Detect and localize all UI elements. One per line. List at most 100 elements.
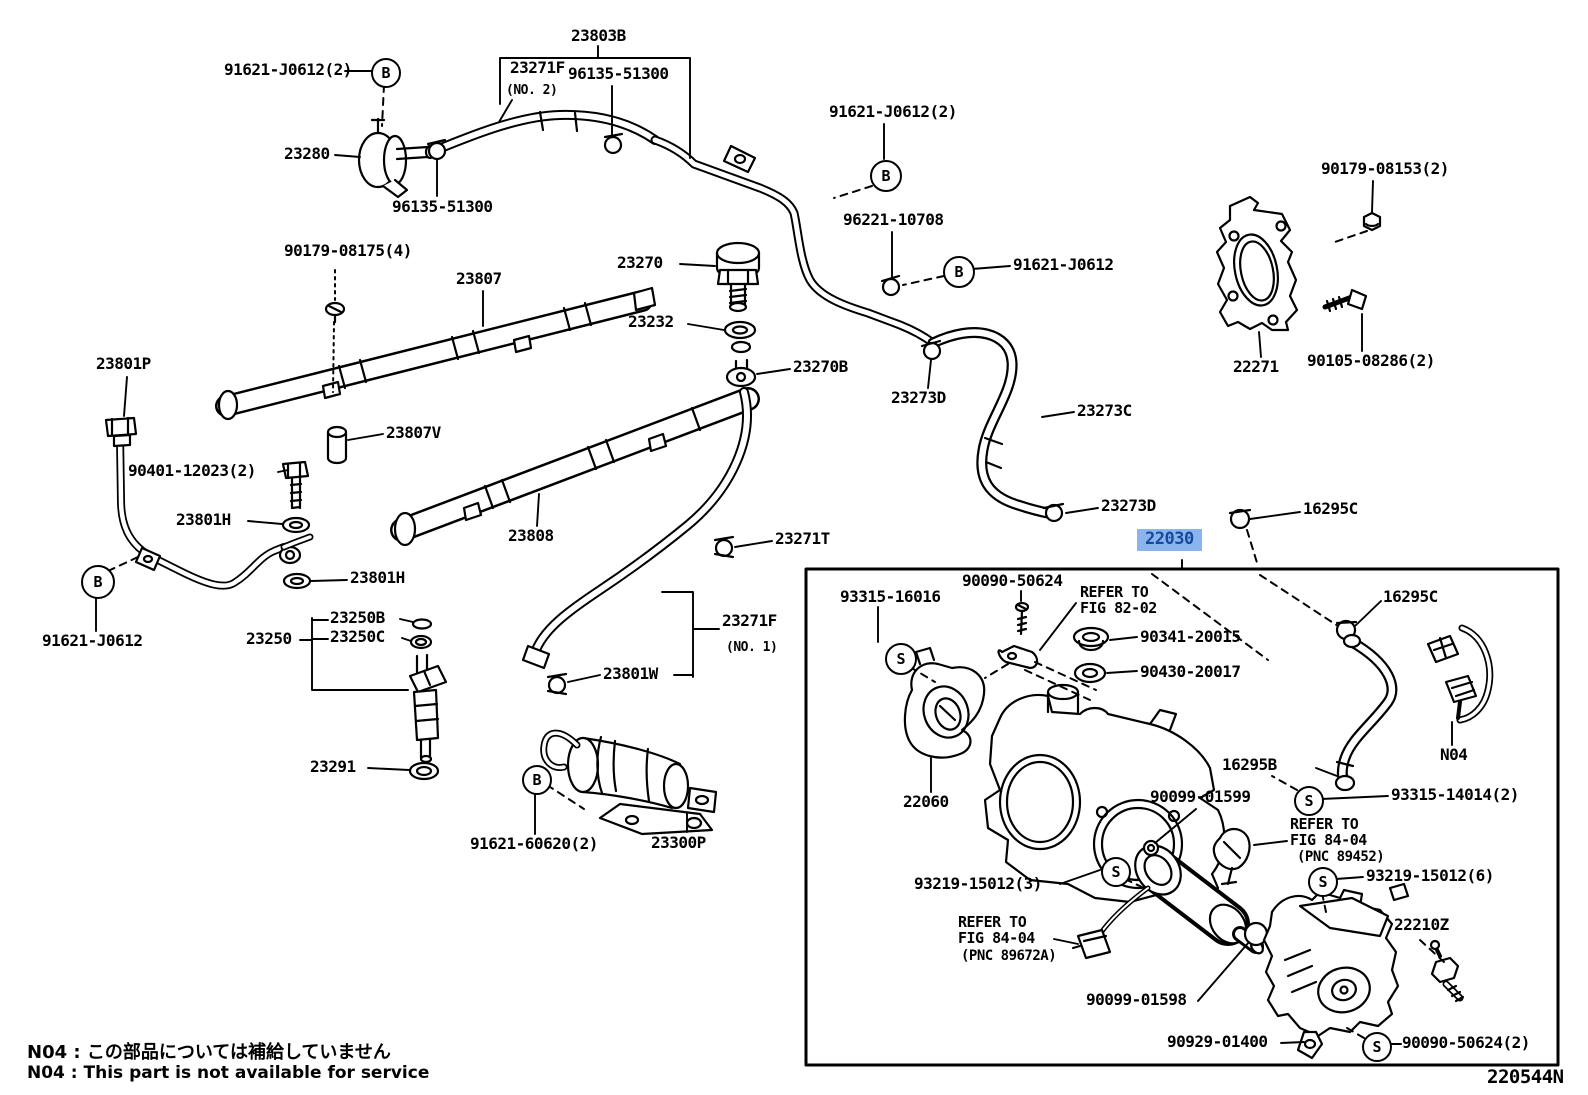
part-label-93315-14014-2[interactable]: 93315-14014(2) bbox=[1391, 785, 1519, 804]
part-label-23807v[interactable]: 23807V bbox=[386, 423, 441, 442]
part-label-90179-08153-2[interactable]: 90179-08153(2) bbox=[1321, 159, 1449, 178]
throttle-gasket-22271-drawing bbox=[1215, 195, 1382, 332]
part-label-90430-20017[interactable]: 90430-20017 bbox=[1140, 662, 1241, 681]
part-label-23808[interactable]: 23808 bbox=[508, 526, 554, 545]
part-label-23273d-b[interactable]: 23273D bbox=[1101, 496, 1156, 515]
part-label-91621-j0612-2-a[interactable]: 91621-J0612(2) bbox=[224, 60, 352, 79]
screw-90179-08175-drawing bbox=[324, 301, 346, 324]
refer-note-8404b-line2: FIG 84-04 bbox=[958, 929, 1035, 947]
fuel-hose-23271f-no1-drawing bbox=[521, 387, 752, 670]
part-label-90929-01400[interactable]: 90929-01400 bbox=[1167, 1032, 1268, 1051]
part-label-90090-50624[interactable]: 90090-50624 bbox=[962, 571, 1063, 590]
part-label-n04[interactable]: N04 bbox=[1440, 745, 1468, 764]
part-label-23270[interactable]: 23270 bbox=[617, 253, 663, 272]
part-label-90099-01599[interactable]: 90099-01599 bbox=[1150, 787, 1251, 806]
part-label-23801w[interactable]: 23801W bbox=[603, 664, 658, 683]
callout-b-1[interactable]: B bbox=[371, 58, 401, 88]
fuel-pipe-23801p-drawing bbox=[104, 416, 314, 590]
part-label-23807[interactable]: 23807 bbox=[456, 269, 502, 288]
part-label-91621-60620-2[interactable]: 91621-60620(2) bbox=[470, 834, 598, 853]
part-label-23300p[interactable]: 23300P bbox=[651, 833, 706, 852]
part-label-23280[interactable]: 23280 bbox=[284, 144, 330, 163]
fuel-rail-lower-drawing bbox=[390, 387, 760, 547]
part-label-90179-08175-4[interactable]: 90179-08175(4) bbox=[284, 241, 412, 260]
callout-s-2[interactable]: S bbox=[1294, 786, 1324, 816]
part-label-22030-highlighted[interactable]: 22030 bbox=[1137, 529, 1202, 551]
part-label-16295b[interactable]: 16295B bbox=[1222, 755, 1277, 774]
part-label-23273d-a[interactable]: 23273D bbox=[891, 388, 946, 407]
part-label-22210z[interactable]: 22210Z bbox=[1394, 915, 1449, 934]
part-label-96135-51300-b[interactable]: 96135-51300 bbox=[392, 197, 493, 216]
bolt-90401-12023-drawing bbox=[281, 460, 310, 510]
bracket-key-drawing bbox=[997, 644, 1039, 670]
part-label-90105-08286-2[interactable]: 90105-08286(2) bbox=[1307, 351, 1435, 370]
pressure-regulator-23270-drawing bbox=[715, 241, 761, 388]
part-label-23271f-no1[interactable]: 23271F bbox=[722, 611, 777, 630]
sensor-pnc89452-drawing bbox=[1212, 827, 1251, 886]
sensor-22210z-drawing bbox=[1429, 939, 1465, 1003]
part-label-91621-j0612-2-b[interactable]: 91621-J0612(2) bbox=[829, 102, 957, 121]
callout-b-2[interactable]: B bbox=[870, 160, 902, 192]
part-label-93219-15012-6[interactable]: 93219-15012(6) bbox=[1366, 866, 1494, 885]
part-label-23232[interactable]: 23232 bbox=[628, 312, 674, 331]
footnote-n04-english: N04 : This part is not available for ser… bbox=[27, 1063, 430, 1083]
dotted-leader-lines bbox=[332, 269, 336, 393]
footnote-n04-japanese: N04 : この部品については補給していません bbox=[27, 1042, 391, 1063]
part-label-96135-51300-a[interactable]: 96135-51300 bbox=[568, 64, 669, 83]
part-label-90090-50624-2[interactable]: 90090-50624(2) bbox=[1402, 1033, 1530, 1052]
refer-note-8202-line1: REFER TO bbox=[1080, 583, 1149, 601]
part-label-23250b[interactable]: 23250B bbox=[330, 608, 385, 627]
part-label-90401-12023-2[interactable]: 90401-12023(2) bbox=[128, 461, 256, 480]
part-label-91621-j0612-a[interactable]: 91621-J0612 bbox=[1013, 255, 1114, 274]
part-label-23250[interactable]: 23250 bbox=[246, 629, 292, 648]
air-pump-drawing bbox=[1262, 882, 1410, 1060]
part-label-23271f-no1-sub: (NO. 1) bbox=[726, 640, 778, 655]
air-hose-16295b-drawing bbox=[1334, 633, 1398, 792]
part-label-23271f-no2-sub: (NO. 2) bbox=[506, 83, 558, 98]
callout-s-3[interactable]: S bbox=[1101, 857, 1131, 887]
refer-note-8202-line2: FIG 82-02 bbox=[1080, 599, 1157, 617]
part-label-23271f-no2[interactable]: 23271F bbox=[510, 58, 565, 77]
water-hose-23273c-drawing bbox=[927, 327, 1058, 520]
vapor-hose-23803b-drawing bbox=[431, 109, 938, 348]
refer-note-8404b-line3: (PNC 89672A) bbox=[961, 948, 1057, 964]
callout-s-1[interactable]: S bbox=[885, 643, 917, 675]
fuel-filter-23300p-drawing bbox=[540, 729, 718, 836]
part-label-90341-20015[interactable]: 90341-20015 bbox=[1140, 627, 1241, 646]
vacuum-valve-23280-drawing bbox=[357, 117, 436, 199]
part-label-23291[interactable]: 23291 bbox=[310, 757, 356, 776]
refer-note-8404b-line1: REFER TO bbox=[958, 913, 1027, 931]
callout-b-4[interactable]: B bbox=[81, 565, 115, 599]
part-label-93219-15012-3[interactable]: 93219-15012(3) bbox=[914, 874, 1042, 893]
iac-valve-drawing bbox=[1071, 844, 1264, 960]
part-label-22060[interactable]: 22060 bbox=[903, 792, 949, 811]
part-label-16295c-a[interactable]: 16295C bbox=[1303, 499, 1358, 518]
part-label-96221-10708[interactable]: 96221-10708 bbox=[843, 210, 944, 229]
part-label-23271t[interactable]: 23271T bbox=[775, 529, 830, 548]
part-label-23270b[interactable]: 23270B bbox=[793, 357, 848, 376]
part-label-16295c-b[interactable]: 16295C bbox=[1383, 587, 1438, 606]
part-label-91621-j0612-b[interactable]: 91621-J0612 bbox=[42, 631, 143, 650]
part-label-23801p[interactable]: 23801P bbox=[96, 354, 151, 373]
figure-code: 220544N bbox=[1487, 1066, 1564, 1088]
part-label-22271[interactable]: 22271 bbox=[1233, 357, 1279, 376]
part-label-93315-16016[interactable]: 93315-16016 bbox=[840, 587, 941, 606]
fuel-injector-23250-drawing bbox=[408, 618, 448, 781]
part-label-23801h-a[interactable]: 23801H bbox=[176, 510, 231, 529]
leader-lines bbox=[95, 45, 1453, 1045]
callout-b-3[interactable]: B bbox=[943, 256, 975, 288]
part-label-90099-01598[interactable]: 90099-01598 bbox=[1086, 990, 1187, 1009]
part-label-23803b[interactable]: 23803B bbox=[571, 26, 626, 45]
refer-note-8404a-line1: REFER TO bbox=[1290, 815, 1359, 833]
callout-s-5[interactable]: S bbox=[1362, 1032, 1392, 1062]
throttle-position-sensor-22060-drawing bbox=[903, 646, 986, 759]
ring-90430-drawing bbox=[1073, 662, 1107, 684]
callout-s-4[interactable]: S bbox=[1308, 867, 1338, 897]
part-label-23250c[interactable]: 23250C bbox=[330, 627, 385, 646]
callout-b-5[interactable]: B bbox=[522, 765, 552, 795]
hose-clamp-icons bbox=[426, 132, 1358, 696]
part-label-23801h-b[interactable]: 23801H bbox=[350, 568, 405, 587]
part-label-23273c[interactable]: 23273C bbox=[1077, 401, 1132, 420]
